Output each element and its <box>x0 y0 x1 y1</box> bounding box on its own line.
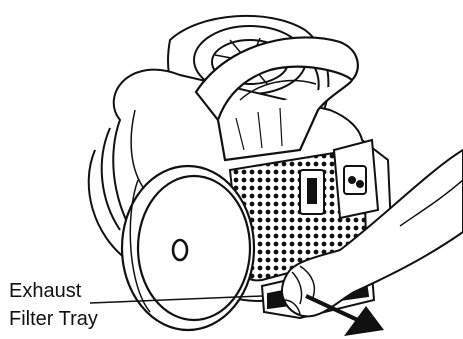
callout-label-line2: Filter Tray <box>9 307 98 331</box>
rear-wheel <box>122 166 254 330</box>
cord-socket <box>334 140 378 218</box>
callout-label-line1: Exhaust <box>9 279 81 303</box>
